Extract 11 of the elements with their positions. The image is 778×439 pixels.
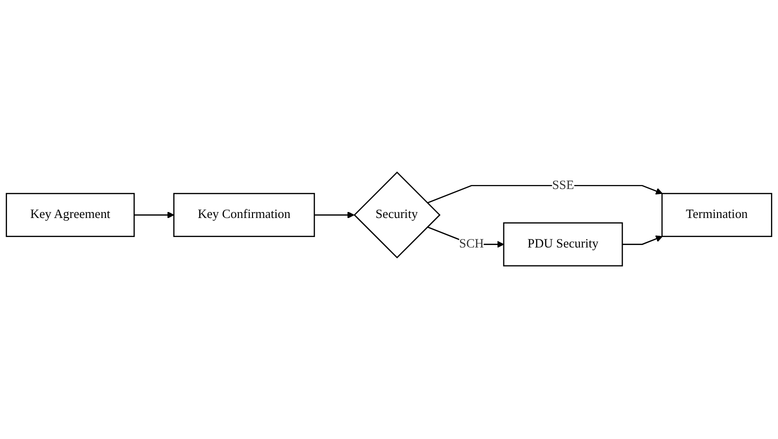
node-box: PDU Security [503, 222, 623, 267]
arrow [427, 185, 663, 204]
node-diamond: Security [354, 172, 441, 259]
arrow [134, 212, 174, 219]
edge-label: SSE [552, 178, 574, 192]
node-box: Key Agreement [6, 193, 135, 238]
edge-label: SCH [459, 238, 484, 252]
arrow [314, 212, 354, 219]
node-box: Termination [661, 193, 772, 238]
node-box: Key Confirmation [173, 193, 315, 238]
arrow [622, 236, 663, 246]
